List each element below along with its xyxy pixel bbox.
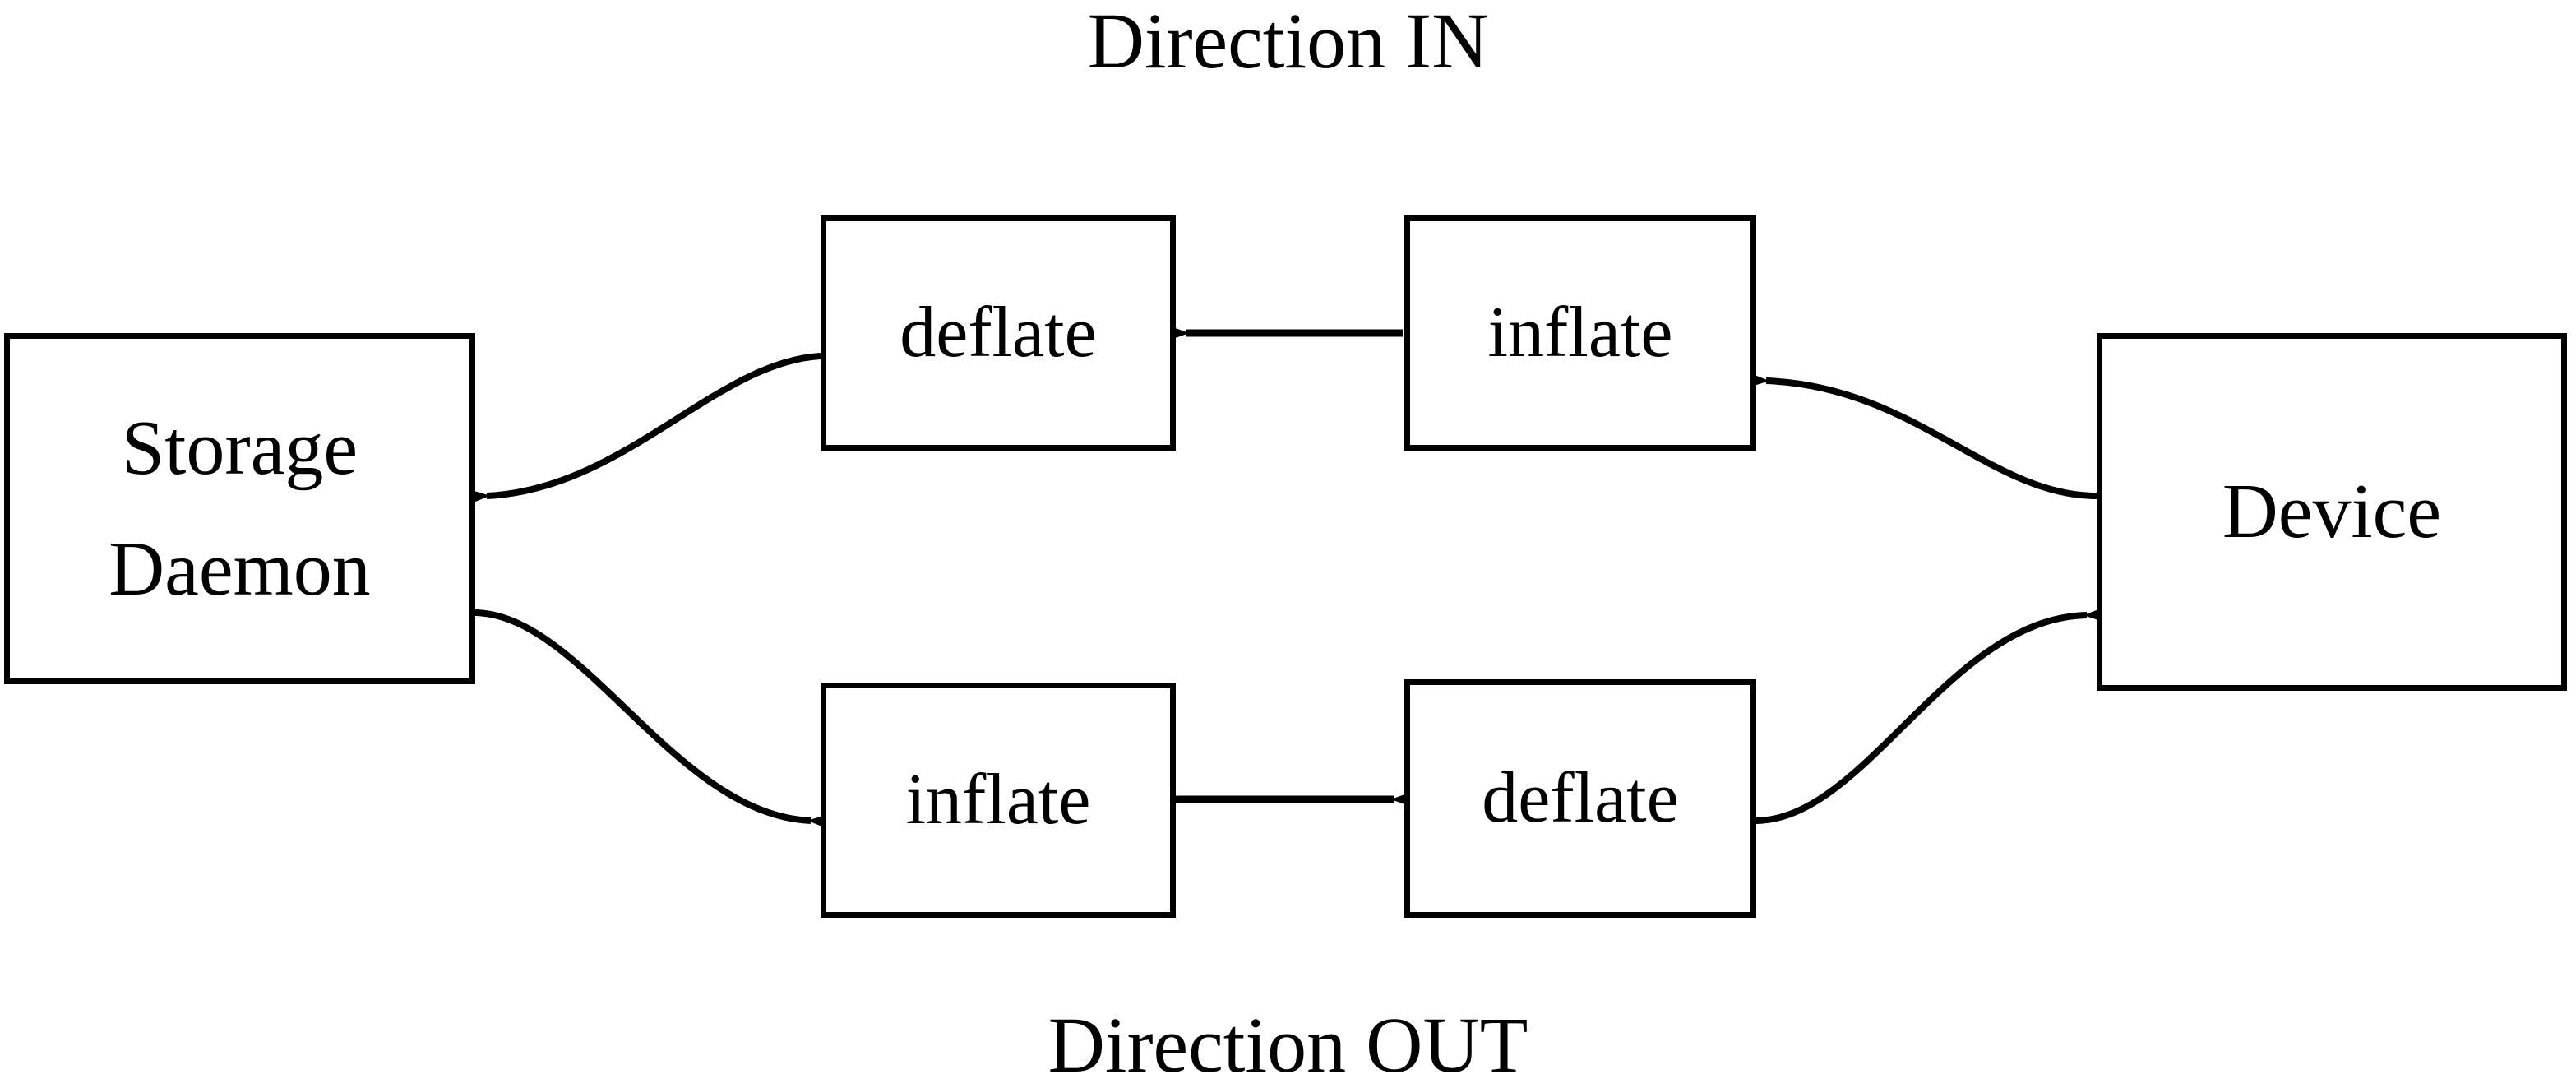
node-storage-daemon-label-line-2: Daemon [109, 525, 371, 612]
node-deflate-out-label: deflate [1482, 758, 1679, 839]
node-inflate-in-label: inflate [1487, 293, 1673, 373]
direction-out-caption: Direction OUT [1048, 1001, 1528, 1088]
node-inflate-out-label: inflate [905, 760, 1091, 840]
edge-device-to-inflate-in [1695, 352, 2097, 499]
node-device[interactable]: Device [2097, 333, 2567, 691]
node-inflate-in[interactable]: inflate [1404, 215, 1756, 451]
edge-deflate-in-to-storage-daemon [416, 353, 821, 525]
node-deflate-in[interactable]: deflate [821, 215, 1176, 451]
direction-in-caption: Direction IN [1087, 0, 1489, 85]
edge-storage-daemon-to-inflate-out [474, 609, 881, 850]
node-deflate-out[interactable]: deflate [1404, 679, 1756, 918]
edge-deflate-out-to-device [1755, 587, 2157, 824]
node-device-label: Device [2222, 469, 2442, 555]
node-deflate-in-label: deflate [900, 293, 1097, 373]
node-inflate-out[interactable]: inflate [821, 683, 1176, 918]
node-storage-daemon-label-line-1: Storage [121, 405, 358, 491]
node-storage-daemon[interactable]: Storage Daemon [4, 333, 475, 684]
